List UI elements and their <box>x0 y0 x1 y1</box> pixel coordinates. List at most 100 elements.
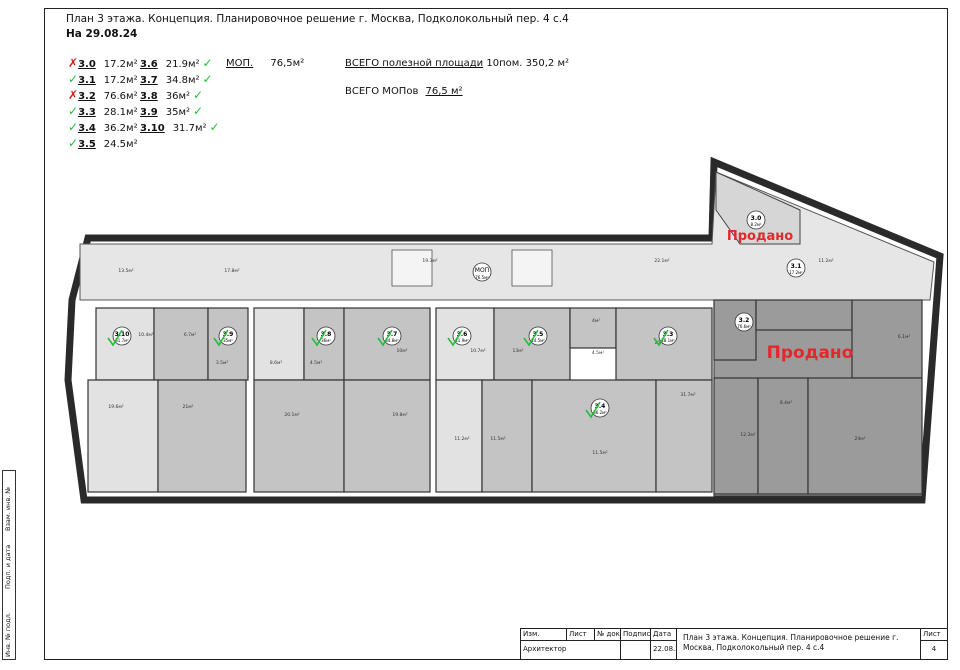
unit-code: 3.1 <box>791 263 802 270</box>
room <box>157 379 247 493</box>
room <box>531 379 657 493</box>
title-stamp: Изм. Лист № док. Подпись Дата Архитектор… <box>520 628 948 660</box>
stamp-h-sign: Подпись <box>621 629 651 641</box>
legend-unit-area: 36м² <box>165 91 190 102</box>
legend-unit-code: 3.3 <box>78 107 96 118</box>
room-area-label: 31.7м² <box>680 392 695 398</box>
legend-unit-code: 3.4 <box>78 123 96 134</box>
room <box>253 307 305 381</box>
room <box>713 377 759 495</box>
unit-code: 3.9 <box>223 331 234 338</box>
unit-area: 35м² <box>223 338 233 343</box>
unit-marker-3-3[interactable] <box>658 326 678 346</box>
stamp-h-izm: Изм. <box>521 629 567 641</box>
total-useful-label: ВСЕГО полезной площади <box>345 58 484 69</box>
room-area-label: 11.5м² <box>490 436 505 442</box>
legend-unit-area: 35м² <box>165 107 190 118</box>
legend-unit-code: 3.8 <box>140 91 158 102</box>
legend-unit-area: 17.2м² <box>103 75 138 86</box>
sold-label-3-0: Продано <box>727 229 793 244</box>
room <box>343 379 431 493</box>
side-stamp-sign: Подп. и дата <box>4 544 12 589</box>
check-mark-icon <box>653 329 669 347</box>
total-useful-value: 10пом. 350,2 м² <box>486 58 570 69</box>
unit-marker-3-1[interactable] <box>786 258 806 278</box>
mop-summary: МОП. 76,5м² <box>226 58 304 69</box>
unit-area: 36м² <box>321 338 331 343</box>
room <box>757 377 809 495</box>
legend-unit-area: 34.8м² <box>165 75 200 86</box>
room-area-label: 13м² <box>513 348 524 354</box>
unit-code: 3.4 <box>595 403 606 410</box>
room-area-label: 21м² <box>183 404 194 410</box>
room-area-label: 10.7м² <box>470 348 485 354</box>
legend-unit-code: 3.6 <box>140 59 158 70</box>
mop-value: 76,5м² <box>270 58 305 69</box>
unit-code: 3.5 <box>533 331 544 338</box>
unit-code: 3.7 <box>387 331 398 338</box>
room <box>569 307 617 349</box>
stamp-role: Архитектор <box>521 641 621 660</box>
legend-unit-area: 36.2м² <box>103 123 138 134</box>
room <box>343 307 431 381</box>
check-mark-icon <box>523 329 539 347</box>
legend-unit-code: 3.7 <box>140 75 158 86</box>
room-area-label: 3.5м² <box>216 360 229 366</box>
unit-area: 31.7м² <box>115 338 129 343</box>
stamp-sheet-number: 4 <box>921 641 948 660</box>
unit-marker-3-5[interactable] <box>528 326 548 346</box>
unit-marker-3-10[interactable] <box>112 326 132 346</box>
unit-marker-3-9[interactable] <box>218 326 238 346</box>
room-area-label: 6.1м² <box>898 334 911 340</box>
legend-unit-code: 3.0 <box>78 59 96 70</box>
unit-3-0-area <box>715 171 801 245</box>
stamp-sheet-label: Лист <box>921 629 948 641</box>
total-mop-label: ВСЕГО МОПов <box>345 86 419 97</box>
unit-marker-3-2[interactable] <box>734 312 754 332</box>
check-mark-icon <box>311 329 327 347</box>
room-area-label: 4м² <box>592 318 600 324</box>
unit-code: 3.10 <box>115 331 130 338</box>
check-mark-icon: ✓ <box>68 120 79 134</box>
unit-marker-3-8[interactable] <box>316 326 336 346</box>
plan-date: На 29.08.24 <box>66 28 138 40</box>
stair-right <box>511 249 553 287</box>
side-stamp: Взам. инв. № Подп. и дата Инв. № подл. <box>2 470 16 660</box>
room-area-label: 11.2м² <box>818 258 833 264</box>
room-area-label: 22.1м² <box>654 258 669 264</box>
legend-unit-code: 3.9 <box>140 107 158 118</box>
unit-markers: 3.08.2м²3.117.2м²3.276.6м²3.328.1м²3.436… <box>107 210 806 419</box>
room <box>481 379 533 493</box>
title-block: План 3 этажа. Концепция. Планировочное р… <box>66 12 569 42</box>
cross-mark-icon: ✗ <box>68 88 79 102</box>
unit-marker-3-4[interactable] <box>590 398 610 418</box>
room <box>713 299 757 361</box>
room-area-label: 4.5м² <box>592 350 605 356</box>
unit-marker-3-6[interactable] <box>452 326 472 346</box>
unit-code: 3.2 <box>739 317 750 324</box>
plan-title: План 3 этажа. Концепция. Планировочное р… <box>66 13 569 25</box>
check-mark-icon: ✓ <box>68 72 79 86</box>
room-area-label: 17.8м² <box>224 268 239 274</box>
check-mark-icon: ✓ <box>193 88 204 102</box>
room-area-label: 8.6м² <box>270 360 283 366</box>
mop-code: МОП <box>475 267 489 274</box>
total-mop: ВСЕГО МОПов 76,5 м² <box>345 86 463 97</box>
unit-marker-3-0[interactable] <box>746 210 766 230</box>
room <box>493 307 571 381</box>
side-stamp-orig: Инв. № подл. <box>4 612 12 657</box>
unit-marker-3-7[interactable] <box>382 326 402 346</box>
stamp-h-list: Лист <box>567 629 595 641</box>
legend-unit-area: 24.5м² <box>103 139 138 150</box>
legend-unit-area: 17.2м² <box>103 59 138 70</box>
mop-marker <box>472 262 492 282</box>
unit-area: 8.2м² <box>751 222 762 227</box>
room-area-label: 4.5м² <box>310 360 323 366</box>
stair-left <box>391 249 433 287</box>
